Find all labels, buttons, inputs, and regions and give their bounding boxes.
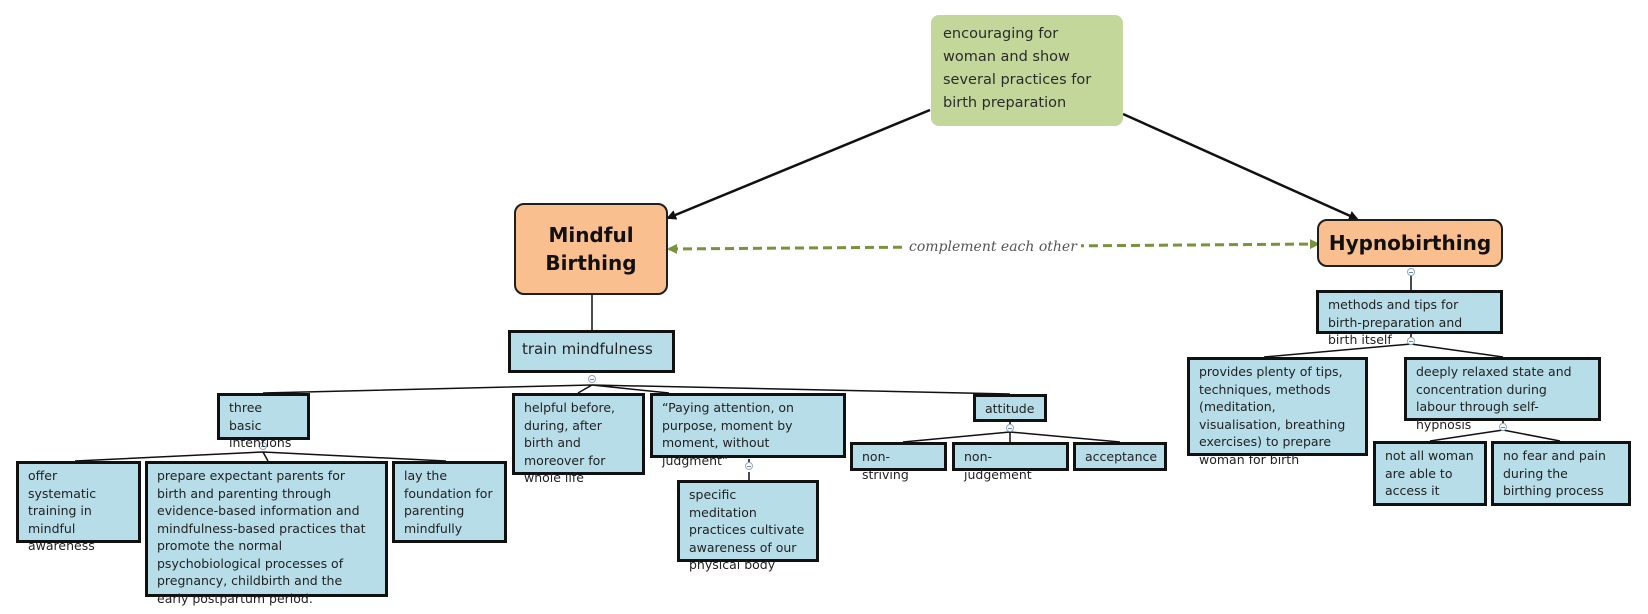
hypnobirthing-title: Hypnobirthing [1328,231,1492,255]
three-intentions-node[interactable]: three basic intentions [217,393,310,450]
mindful-birthing-node[interactable]: Mindful Birthing [514,203,668,295]
intention-item[interactable]: offer systematic training in mindful awa… [16,461,141,553]
intention-item-text: prepare expectant parents for birth and … [157,468,366,606]
collapse-knob[interactable] [1499,423,1507,431]
arrow-root-to-hypno [1122,112,1359,221]
collapse-knob[interactable] [588,375,596,383]
root-node[interactable]: encouraging for woman and show several p… [931,15,1123,126]
train-mindfulness-text: train mindfulness [522,340,653,358]
intention-item-text: offer systematic training in mindful awa… [28,468,97,553]
meditation-text: specific meditation practices cultivate … [689,487,805,572]
collapse-knob[interactable] [1407,268,1415,276]
hypnobirthing-node[interactable]: Hypnobirthing [1317,219,1503,267]
three-intentions-text: three basic intentions [229,400,292,450]
collapse-knob[interactable] [1006,424,1014,432]
tips-node[interactable]: provides plenty of tips, techniques, met… [1187,357,1368,467]
meditation-node[interactable]: specific meditation practices cultivate … [677,480,819,572]
attitude-item[interactable]: non-judgement [952,442,1069,482]
intention-item[interactable]: prepare expectant parents for birth and … [145,461,388,606]
collapse-knob[interactable] [1407,337,1415,345]
complement-link-label: complement each other [905,238,1081,256]
intention-item[interactable]: lay the foundation for parenting mindful… [392,461,507,543]
methods-node[interactable]: methods and tips for birth-preparation a… [1316,290,1503,347]
relaxed-text: deeply relaxed state and concentration d… [1416,364,1572,432]
attitude-item[interactable]: acceptance [1073,442,1167,471]
helpful-text: helpful before, during, after birth and … [524,400,615,485]
intention-item-text: lay the foundation for parenting mindful… [404,468,493,536]
relaxed-item[interactable]: no fear and pain during the birthing pro… [1491,441,1631,506]
mindful-birthing-title: Mindful Birthing [545,223,637,275]
arrow-root-to-mindful [666,108,931,220]
relaxed-item[interactable]: not all woman are able to access it [1373,441,1487,506]
attitude-item-text: non-striving [862,449,909,482]
tips-text: provides plenty of tips, techniques, met… [1199,364,1346,467]
relaxed-node[interactable]: deeply relaxed state and concentration d… [1404,357,1601,432]
methods-text: methods and tips for birth-preparation a… [1328,297,1463,347]
attitude-node[interactable]: attitude [973,394,1047,422]
collapse-knob[interactable] [259,442,267,450]
attitude-item[interactable]: non-striving [850,442,947,482]
root-node-text: encouraging for woman and show several p… [943,26,1092,111]
train-mindfulness-node[interactable]: train mindfulness [508,330,675,373]
relaxed-item-text: not all woman are able to access it [1385,448,1474,498]
attitude-item-text: non-judgement [964,449,1032,482]
attitude-item-text: acceptance [1085,449,1158,464]
helpful-node[interactable]: helpful before, during, after birth and … [512,393,645,485]
attitude-text: attitude [985,401,1035,416]
collapse-knob[interactable] [745,462,753,470]
quote-node[interactable]: “Paying attention, on purpose, moment by… [650,393,846,468]
quote-text: “Paying attention, on purpose, moment by… [662,400,794,468]
relaxed-item-text: no fear and pain during the birthing pro… [1503,448,1606,498]
